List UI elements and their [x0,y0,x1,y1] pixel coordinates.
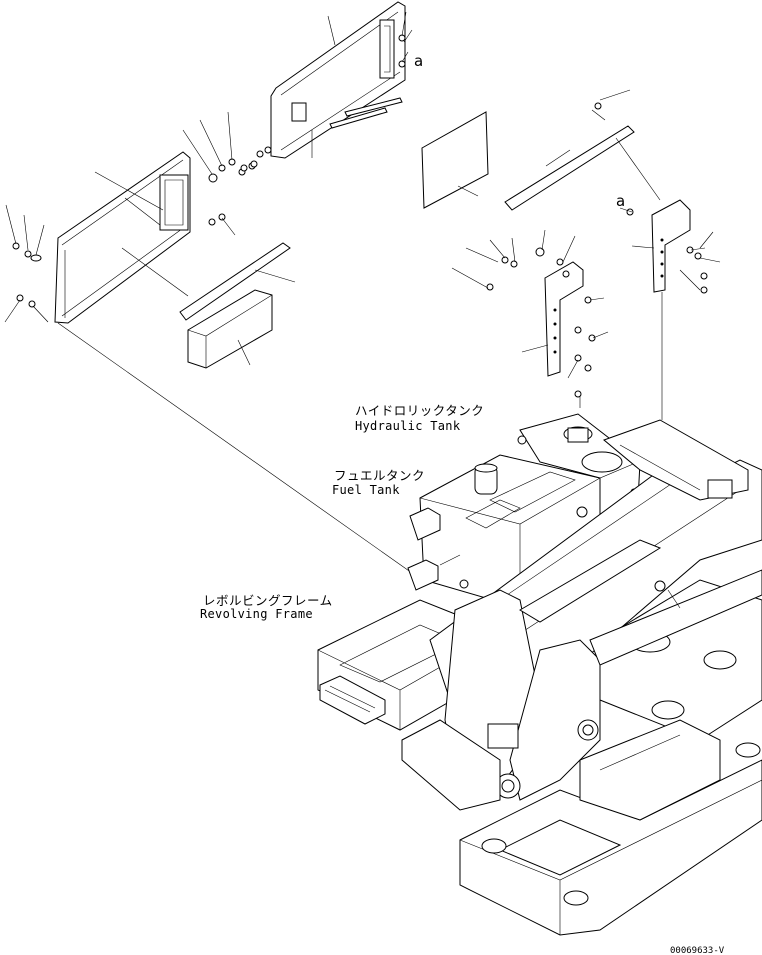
alignment-lines [57,137,663,574]
hydraulic-tank-label-en: Hydraulic Tank [355,419,461,433]
callout-a-right: a [616,192,625,210]
left-access-cover [54,151,191,324]
revolving-frame-label-en: Revolving Frame [200,607,313,621]
support-bar [504,89,635,211]
filter-mat [421,111,489,209]
hydraulic-tank-label-jp: ハイドロリックタンク [355,403,484,418]
seal-strip [179,242,291,321]
left-leaders [4,111,296,366]
revolving-frame-label-jp: レボルビングフレーム [203,593,333,608]
bracket-leaders [451,207,721,408]
door-latch-bar [329,97,403,129]
drawing-code: 00069633-V [670,946,725,955]
upper-door-panel [270,1,406,159]
text-labels: ハイドロリックタンク Hydraulic Tank フュエルタンク Fuel T… [200,52,725,955]
right-bracket [631,199,691,293]
door-leaders [311,11,413,158]
foam-block [187,289,273,369]
fuel-tank-label-en: Fuel Tank [332,483,400,497]
fuel-tank-label-jp: フュエルタンク [334,468,425,483]
left-cover-fasteners [12,158,256,308]
callout-a-top: a [414,52,423,70]
revolving-frame [317,419,762,936]
center-bracket [521,261,584,377]
